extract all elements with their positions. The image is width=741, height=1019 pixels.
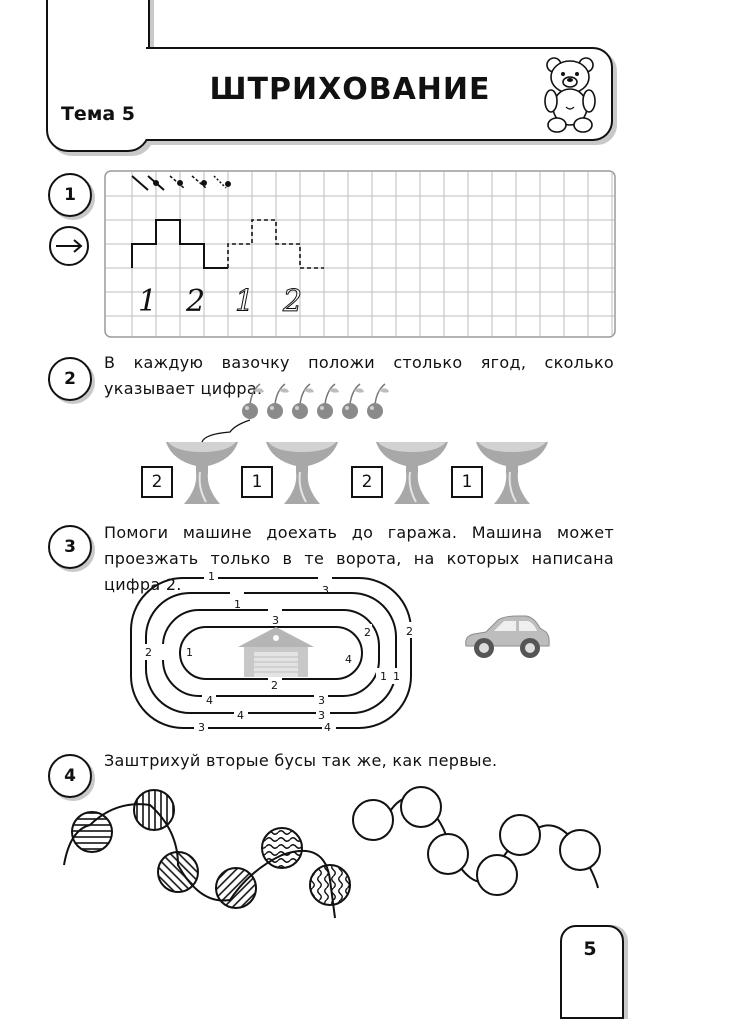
task4-text: Заштрихуй вторые бусы так же, как первые… xyxy=(104,751,498,770)
maze-label: 1 xyxy=(234,598,241,611)
cup-number-1: 2 xyxy=(141,466,173,498)
cup-icon xyxy=(476,442,548,504)
task1-digit-3: 1 xyxy=(234,284,255,320)
car-icon xyxy=(465,615,550,658)
maze-label: 2 xyxy=(271,679,278,692)
task1-digit-2: 2 xyxy=(186,284,206,319)
topic-tab xyxy=(46,0,150,152)
task1-grid xyxy=(104,170,616,338)
maze-label: 2 xyxy=(145,646,152,659)
task1-digit-4: 2 xyxy=(282,284,303,320)
cup-number-3: 2 xyxy=(351,466,383,498)
cup-number-2: 1 xyxy=(241,466,273,498)
teddy-bear-icon xyxy=(544,57,596,133)
cherry-icon xyxy=(242,383,264,419)
maze-label: 3 xyxy=(322,584,329,597)
maze-label: 1 xyxy=(393,670,400,683)
maze-label: 3 xyxy=(272,614,279,627)
maze-label: 2 xyxy=(406,625,413,638)
arrow-right-icon xyxy=(49,226,89,266)
cherry-icon xyxy=(317,383,339,419)
maze-label: 4 xyxy=(206,694,213,707)
maze-label: 3 xyxy=(318,709,325,722)
task-number-3: 3 xyxy=(48,525,92,569)
maze-label: 1 xyxy=(380,670,387,683)
task-number-4: 4 xyxy=(48,754,92,798)
task-number-2: 2 xyxy=(48,357,92,401)
cup-number-4: 1 xyxy=(451,466,483,498)
cup-icon xyxy=(166,442,238,504)
beads-illustration xyxy=(63,786,601,919)
cup-icon xyxy=(266,442,338,504)
maze-label: 4 xyxy=(237,709,244,722)
task2-text: В каждую вазочку положи столько ягод, ск… xyxy=(104,353,614,398)
cherry-icon xyxy=(367,383,389,419)
page-title: ШТРИХОВАНИЕ xyxy=(209,72,491,107)
maze-label: 4 xyxy=(345,653,352,666)
maze-label: 2 xyxy=(364,626,371,639)
cherry-icon xyxy=(342,383,364,419)
cup-icon xyxy=(376,442,448,504)
maze-label: 3 xyxy=(318,694,325,707)
cherries-and-cups xyxy=(166,383,548,504)
maze-label: 4 xyxy=(324,721,331,734)
task3-text: Помоги машине доехать до гаража. Машина … xyxy=(104,523,614,594)
page-number: 5 xyxy=(583,938,597,960)
maze-label: 1 xyxy=(186,646,193,659)
task-number-1: 1 xyxy=(48,173,92,217)
maze-label: 1 xyxy=(208,570,215,583)
topic-label: Тема 5 xyxy=(60,103,136,125)
maze xyxy=(130,572,416,734)
task1-digit-1: 1 xyxy=(138,284,158,319)
title-banner xyxy=(146,47,613,141)
maze-label: 3 xyxy=(198,721,205,734)
cherry-icon xyxy=(267,383,289,419)
cherry-icon xyxy=(292,383,314,419)
